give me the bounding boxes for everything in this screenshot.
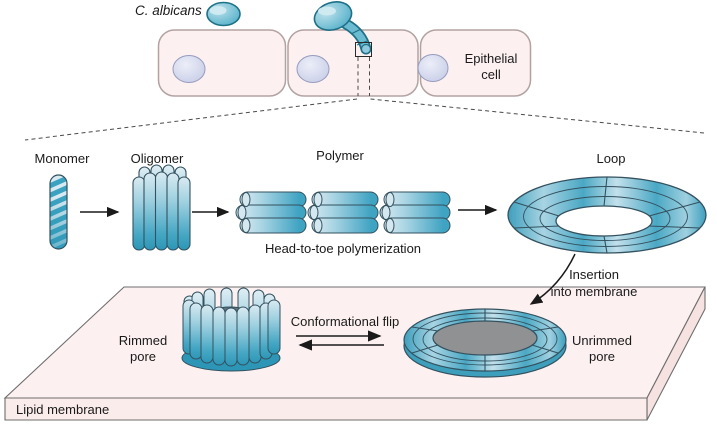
tube-cap xyxy=(313,218,323,233)
organism-label: C. albicans xyxy=(135,3,202,18)
unrimmed-pore-label-line1: Unrimmed xyxy=(572,333,632,348)
tube xyxy=(132,176,146,251)
monomer-label: Monomer xyxy=(35,151,91,166)
loop-segment-joints xyxy=(513,176,701,254)
tube-cap xyxy=(381,205,391,220)
rimmed-pore-label-line2: pore xyxy=(130,349,156,364)
monomer-graphic xyxy=(49,174,68,250)
oligomer-graphic xyxy=(132,164,191,251)
insertion-label-line2: into membrane xyxy=(551,284,638,299)
membrane-front-face xyxy=(4,397,648,421)
unrimmed-pore-graphic xyxy=(403,308,567,378)
loop-label: Loop xyxy=(597,151,626,166)
tube xyxy=(189,302,203,360)
dashed-fan-right xyxy=(370,98,705,134)
insertion-label-line1: Insertion xyxy=(569,267,619,282)
tube xyxy=(239,217,307,234)
tube-cap xyxy=(241,192,251,207)
rimmed-pore-graphic xyxy=(181,287,281,372)
membrane-scene: Lipid membrane Insertion into membrane xyxy=(3,253,706,421)
top-scene: C. albicans Epithelial cell xyxy=(24,1,705,141)
tube xyxy=(166,172,180,251)
tube-cap xyxy=(385,218,395,233)
yeast-cell-1 xyxy=(206,1,241,27)
unrimmed-pore-hole xyxy=(432,320,538,356)
loop-hole xyxy=(555,205,653,237)
lipid-membrane-label: Lipid membrane xyxy=(16,402,109,417)
tube-cap xyxy=(241,218,251,233)
conformational-flip-label: Conformational flip xyxy=(291,314,399,329)
nucleus-1 xyxy=(172,55,206,83)
polymer-graphic xyxy=(235,191,451,234)
tube xyxy=(236,306,250,366)
epithelial-label-line1: Epithelial xyxy=(465,51,518,66)
tube xyxy=(154,171,169,251)
polymer-label: Polymer xyxy=(316,148,364,163)
tube xyxy=(143,172,157,251)
oligomer-label: Oligomer xyxy=(131,151,184,166)
hypha-tip xyxy=(360,43,372,55)
pore-segment-joints xyxy=(411,309,559,371)
loop-graphic xyxy=(507,176,707,254)
zoom-box xyxy=(355,42,372,57)
tube xyxy=(383,217,451,234)
tube-cap xyxy=(385,192,395,207)
tube-cap xyxy=(313,192,323,207)
nucleus-2 xyxy=(296,55,330,83)
yeast-highlight xyxy=(209,6,227,15)
zoom-dashed-lines xyxy=(24,57,705,141)
polymerization-label: Head-to-toe polymerization xyxy=(265,241,421,256)
monomer-shade xyxy=(50,175,67,249)
rimmed-pore-label-line1: Rimmed xyxy=(119,333,167,348)
insertion-arrow xyxy=(529,253,576,305)
epithelial-label-line2: cell xyxy=(481,67,501,82)
tube-cap xyxy=(309,205,319,220)
dashed-fan-left xyxy=(24,98,358,141)
tube-cap xyxy=(237,205,247,220)
tube xyxy=(200,304,214,364)
yeast-highlight xyxy=(318,6,336,16)
tube xyxy=(311,217,379,234)
tube xyxy=(267,299,281,355)
septum-1 xyxy=(350,28,362,35)
assembly-row: Monomer Oligomer Polymer Loop xyxy=(35,148,707,256)
tube xyxy=(248,304,262,364)
tube xyxy=(212,306,226,366)
tube xyxy=(224,307,238,367)
unrimmed-pore-label-line2: pore xyxy=(589,349,615,364)
tube xyxy=(177,176,191,251)
nucleus-3 xyxy=(417,54,449,82)
